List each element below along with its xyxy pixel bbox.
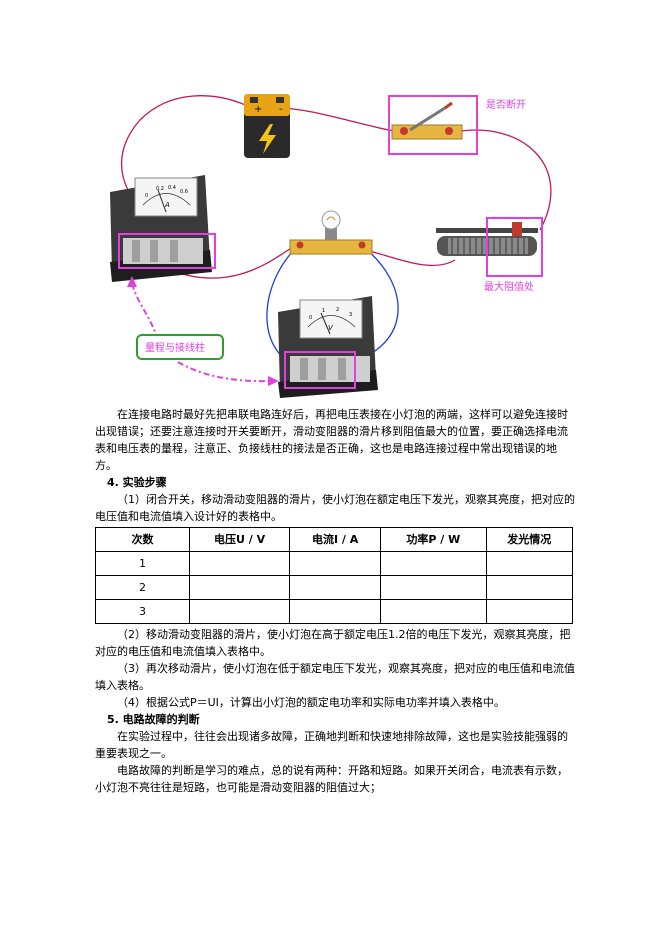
circuit-diagram: + - 是否断开 0 0.2 0.4 0.6 A <box>110 94 552 398</box>
table-cell <box>380 551 487 576</box>
voltmeter-scale-2: 2 <box>336 307 339 313</box>
table-cell <box>289 599 382 624</box>
col-header-count: 次数 <box>95 527 190 552</box>
ammeter-terminal-highlight <box>118 233 216 269</box>
table-cell <box>485 599 573 624</box>
voltmeter: 0 1 2 3 V <box>278 296 378 398</box>
step-1: （1）闭合开关，移动滑动变阻器的滑片，使小灯泡在额定电压下发光，观察其亮度，把对… <box>95 493 575 523</box>
lamp <box>289 210 373 255</box>
col-header-voltage: 电压U / V <box>188 527 291 552</box>
rheostat-note: 最大阻值处 <box>484 280 534 293</box>
wire-lamp-ammeter <box>164 241 301 279</box>
voltmeter-unit: V <box>328 324 334 332</box>
step-2: （2）移动滑动变阻器的滑片，使小灯泡在高于额定电压1.2倍的电压下发光，观察其亮… <box>95 628 571 658</box>
step-4: （4）根据公式P＝UI，计算出小灯泡的额定电功率和实际电功率并填入表格中。 <box>117 696 505 709</box>
switch-highlight-box <box>388 95 478 155</box>
knife-switch <box>388 95 478 155</box>
table-cell <box>485 575 573 600</box>
lightning-icon <box>259 124 276 154</box>
terminal-note-box <box>136 334 224 360</box>
arrow-to-ammeter <box>131 281 159 341</box>
battery-minus-label: - <box>279 104 283 115</box>
section-5-paragraph-2: 电路故障的判断是学习的难点，总的说有两种：开路和短路。如果开关闭合，电流表有示数… <box>95 764 568 794</box>
ammeter-scale-2: 0.4 <box>168 185 176 191</box>
table-row: 1 <box>95 551 573 576</box>
table-cell <box>289 551 382 576</box>
ammeter-scale-0: 0 <box>145 193 148 199</box>
record-table: 次数 电压U / V 电流I / A 功率P / W 发光情况 1 2 3 <box>95 527 573 624</box>
wire-switch-rheostat <box>454 129 552 231</box>
row-index: 1 <box>95 551 190 576</box>
table-cell <box>188 551 291 576</box>
battery-plus-label: + <box>254 104 262 115</box>
row-index: 3 <box>95 599 190 624</box>
voltmeter-scale-1: 1 <box>322 308 325 314</box>
section-4-title: 4. 实验步骤 <box>107 476 167 489</box>
rheostat <box>436 217 543 277</box>
arrow-head-right <box>268 376 279 386</box>
table-cell <box>380 575 487 600</box>
ammeter-unit: A <box>164 201 170 209</box>
ammeter-scale-3: 0.6 <box>180 189 188 195</box>
table-cell <box>188 599 291 624</box>
voltmeter-terminal-highlight <box>284 351 356 389</box>
ammeter: 0 0.2 0.4 0.6 A <box>110 175 216 282</box>
table-cell <box>485 551 573 576</box>
table-cell <box>188 575 291 600</box>
step-3: （3）再次移动滑片，使小灯泡在低于额定电压下发光，观察其亮度，把对应的电压值和电… <box>95 662 575 692</box>
section-5-paragraph-1: 在实验过程中，往往会出现诸多故障，正确地判断和快速地排除故障，这也是实验技能强弱… <box>95 730 568 760</box>
section-5-title: 5. 电路故障的判断 <box>107 713 200 726</box>
terminal-note: 量程与接线柱 <box>145 341 205 354</box>
arrow-to-voltmeter <box>177 361 273 383</box>
voltmeter-scale-3: 3 <box>349 312 352 318</box>
arrow-head-up <box>127 276 137 287</box>
intro-paragraph: 在连接电路时最好先把串联电路连好后，再把电压表接在小灯泡的两端，这样可以避免连接… <box>95 408 568 472</box>
body-text: 在连接电路时最好先把串联电路连好后，再把电压表接在小灯泡的两端，这样可以避免连接… <box>95 406 575 796</box>
col-header-brightness: 发光情况 <box>485 527 573 552</box>
ammeter-scale-1: 0.2 <box>156 186 164 192</box>
switch-note: 是否断开 <box>486 98 526 111</box>
battery: + - <box>244 94 290 158</box>
table-row: 3 <box>95 599 573 624</box>
wire-battery-ammeter <box>120 95 253 191</box>
pointer-arrows <box>131 281 273 383</box>
wire-battery-switch <box>281 107 401 133</box>
row-index: 2 <box>95 575 190 600</box>
red-wires <box>120 95 552 279</box>
table-cell <box>289 575 382 600</box>
rheostat-highlight-box <box>486 217 543 277</box>
table-cell <box>380 599 487 624</box>
col-header-current: 电流I / A <box>289 527 382 552</box>
voltmeter-scale-0: 0 <box>309 315 312 321</box>
table-row: 2 <box>95 575 573 600</box>
table-header-row: 次数 电压U / V 电流I / A 功率P / W 发光情况 <box>95 527 573 552</box>
col-header-power: 功率P / W <box>380 527 487 552</box>
wire-rheostat-lamp <box>364 249 456 267</box>
